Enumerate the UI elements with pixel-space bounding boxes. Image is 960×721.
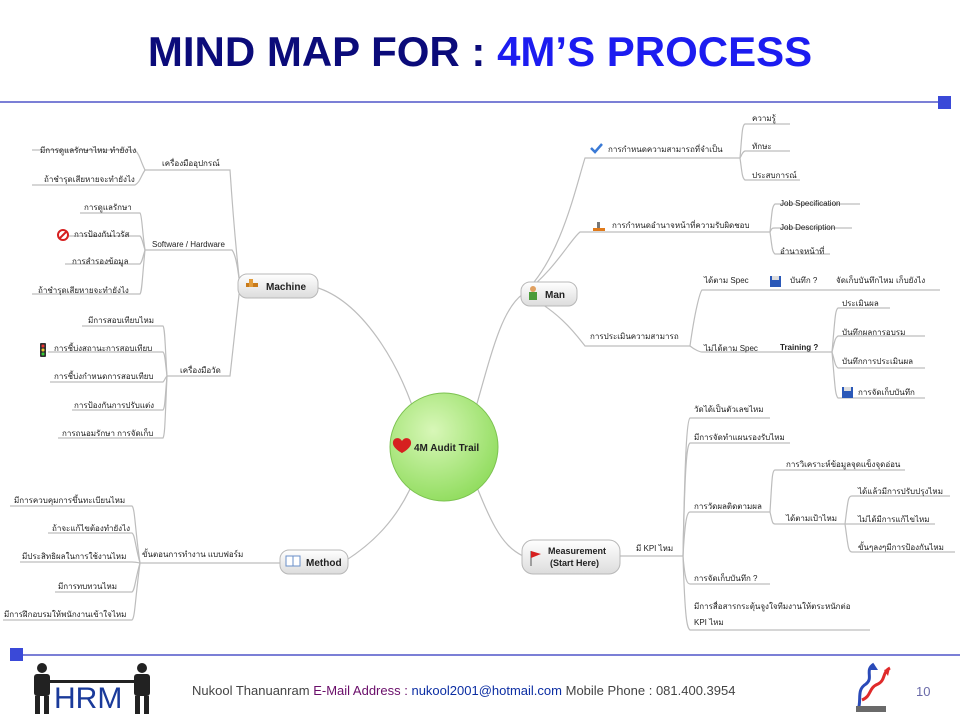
tools-icon [593, 222, 605, 231]
man-record-item: จัดเก็บบันทึกไหม เก็บยังไง [836, 275, 925, 285]
man-pass-label: ได้ตาม Spec [703, 276, 749, 285]
heart-icon [392, 438, 412, 453]
man-training-item: การจัดเก็บบันทึก [858, 387, 915, 397]
footer: Nukool Thanuanram E-Mail Address : nukoo… [192, 683, 735, 698]
machine-software-item: การป้องกันไวรัส [74, 230, 130, 239]
man-training-item: ประเมินผล [842, 299, 879, 308]
measurement-analyze-item: การวิเคราะห์ข้อมูลจุดแข็งจุดอ่อน [786, 459, 901, 470]
method-node[interactable]: Method [279, 549, 349, 575]
man-training-item: บันทึกการประเมินผล [842, 357, 913, 366]
machine-equipment-item: มีการดูแลรักษาไหม ทำยังไง [40, 146, 136, 156]
top-rule [0, 101, 940, 103]
hammer-icon [246, 279, 258, 287]
top-rule-bullet [938, 96, 951, 109]
measurement-target-label: ได้ตามเป้าไหม [785, 514, 837, 523]
no-entry-icon [57, 229, 69, 241]
book-icon [285, 555, 301, 567]
man-label: Man [545, 290, 565, 301]
machine-equipment-label: เครื่องมืออุปกรณ์ [162, 157, 220, 168]
footer-name: Nukool Thanuanram [192, 683, 310, 698]
man-authority-item: อำนาจหน้าที่ [780, 245, 824, 256]
machine-gauge-item: การถนอมรักษา การจัดเก็บ [62, 428, 153, 438]
method-form-label: ขั้นตอนการทำงาน แบบฟอร์ม [142, 548, 243, 559]
logo-text: HRM [54, 682, 122, 715]
hrm-logo: HRM [28, 660, 158, 716]
flag-icon [530, 551, 541, 566]
center-label: 4M Audit Trail [414, 443, 479, 454]
mind-map: 4M Audit Trail Machine Method Man [3, 114, 955, 631]
man-competence-item: ความรู้ [752, 114, 777, 124]
footer-phone: Mobile Phone : 081.400.3954 [565, 683, 736, 698]
method-label: Method [306, 558, 342, 569]
man-competence-item: ประสบการณ์ [752, 170, 797, 180]
machine-software-label: Software / Hardware [152, 240, 225, 249]
man-competence-label: การกำหนดความสามารถที่จำเป็น [608, 143, 723, 154]
man-authority-item: Job Specification [780, 199, 840, 208]
page-number: 10 [916, 684, 931, 699]
machine-gauge-item: การชี้บ่งกำหนดการสอบเทียบ [54, 370, 154, 381]
method-item: มีการฝึกอบรมให้พนักงานเข้าใจไหม [4, 610, 126, 619]
man-authority-item: Job Description [780, 223, 835, 232]
measurement-label-2: (Start Here) [550, 558, 599, 568]
checkmark-icon [590, 143, 603, 154]
machine-software-item: การสำรองข้อมูล [72, 257, 129, 267]
footer-email[interactable]: nukool2001@hotmail.com [411, 683, 562, 698]
method-item: มีการทบทวนไหม [58, 582, 117, 591]
machine-gauge-item: มีการสอบเทียบไหม [88, 316, 154, 325]
man-node[interactable]: Man [520, 281, 578, 307]
bottom-rule-bullet [10, 648, 23, 661]
floppy-disk-icon [842, 387, 853, 398]
page-title: MIND MAP FOR : 4M’S PROCESS [0, 28, 960, 76]
measurement-comm-label-2: KPI ไหม [694, 618, 724, 627]
chart-logo-icon [852, 660, 896, 714]
footer-email-label: E-Mail Address : [313, 683, 408, 698]
man-authority-label: การกำหนดอำนาจหน้าที่ความรับผิดชอบ [612, 219, 750, 230]
man-competence-item: ทักษะ [752, 142, 772, 151]
measurement-kpi-label: มี KPI ไหม [636, 544, 673, 553]
traffic-light-icon [40, 343, 46, 357]
measurement-item: วัดได้เป็นตัวเลขไหม [694, 404, 764, 414]
method-item: ถ้าจะแก้ไขต้องทำยังไง [52, 524, 130, 533]
machine-equipment-item: ถ้าชำรุดเสียหายจะทำยังไง [44, 175, 135, 184]
man-training-label: Training ? [780, 343, 818, 352]
measurement-store-label: การจัดเก็บบันทึก ? [694, 573, 758, 583]
machine-node[interactable]: Machine [237, 273, 319, 299]
floppy-disk-icon [770, 276, 781, 287]
bottom-rule [20, 654, 960, 656]
man-record-label: บันทึก ? [790, 276, 818, 285]
title-part1: MIND MAP FOR : [147, 28, 498, 75]
person-icon [529, 286, 537, 300]
man-fail-label: ไม่ได้ตาม Spec [703, 344, 758, 353]
measurement-target-item: ไม่ได้มีการแก้ไขไหม [857, 515, 929, 524]
machine-label: Machine [266, 282, 306, 293]
measurement-item: มีการจัดทำแผนรองรับไหม [694, 433, 785, 442]
measurement-comm-label: มีการสื่อสารกระตุ้นจูงใจทีมงานให้ตระหนัก… [694, 600, 851, 612]
measurement-analyze-label: การวัดผลติดตามผล [694, 502, 762, 511]
machine-gauge-label: เครื่องมือวัด [180, 364, 221, 375]
machine-software-item: การดูแลรักษา [84, 203, 132, 213]
man-evaluation-label: การประเมินความสามารถ [590, 332, 679, 341]
measurement-node[interactable]: Measurement (Start Here) [521, 539, 621, 575]
machine-software-item: ถ้าชำรุดเสียหายจะทำยังไง [38, 286, 129, 295]
measurement-target-item: ได้แล้วมีการปรับปรุงไหม [857, 487, 943, 496]
method-item: มีประสิทธิผลในการใช้งานไหม [22, 552, 126, 561]
measurement-label-1: Measurement [548, 546, 606, 556]
measurement-target-item: ขั้นๆลงๆมีการป้องกันไหม [858, 541, 944, 552]
machine-gauge-item: การชี้บ่งสถานะการสอบเทียบ [54, 342, 152, 353]
method-item: มีการควบคุมการขึ้นทะเบียนไหม [14, 494, 125, 505]
center-node[interactable]: 4M Audit Trail [389, 392, 499, 502]
machine-gauge-item: การป้องกันการปรับแต่ง [74, 401, 154, 410]
man-training-item: บันทึกผลการอบรม [842, 328, 905, 337]
title-part2: 4M’S PROCESS [497, 28, 813, 75]
